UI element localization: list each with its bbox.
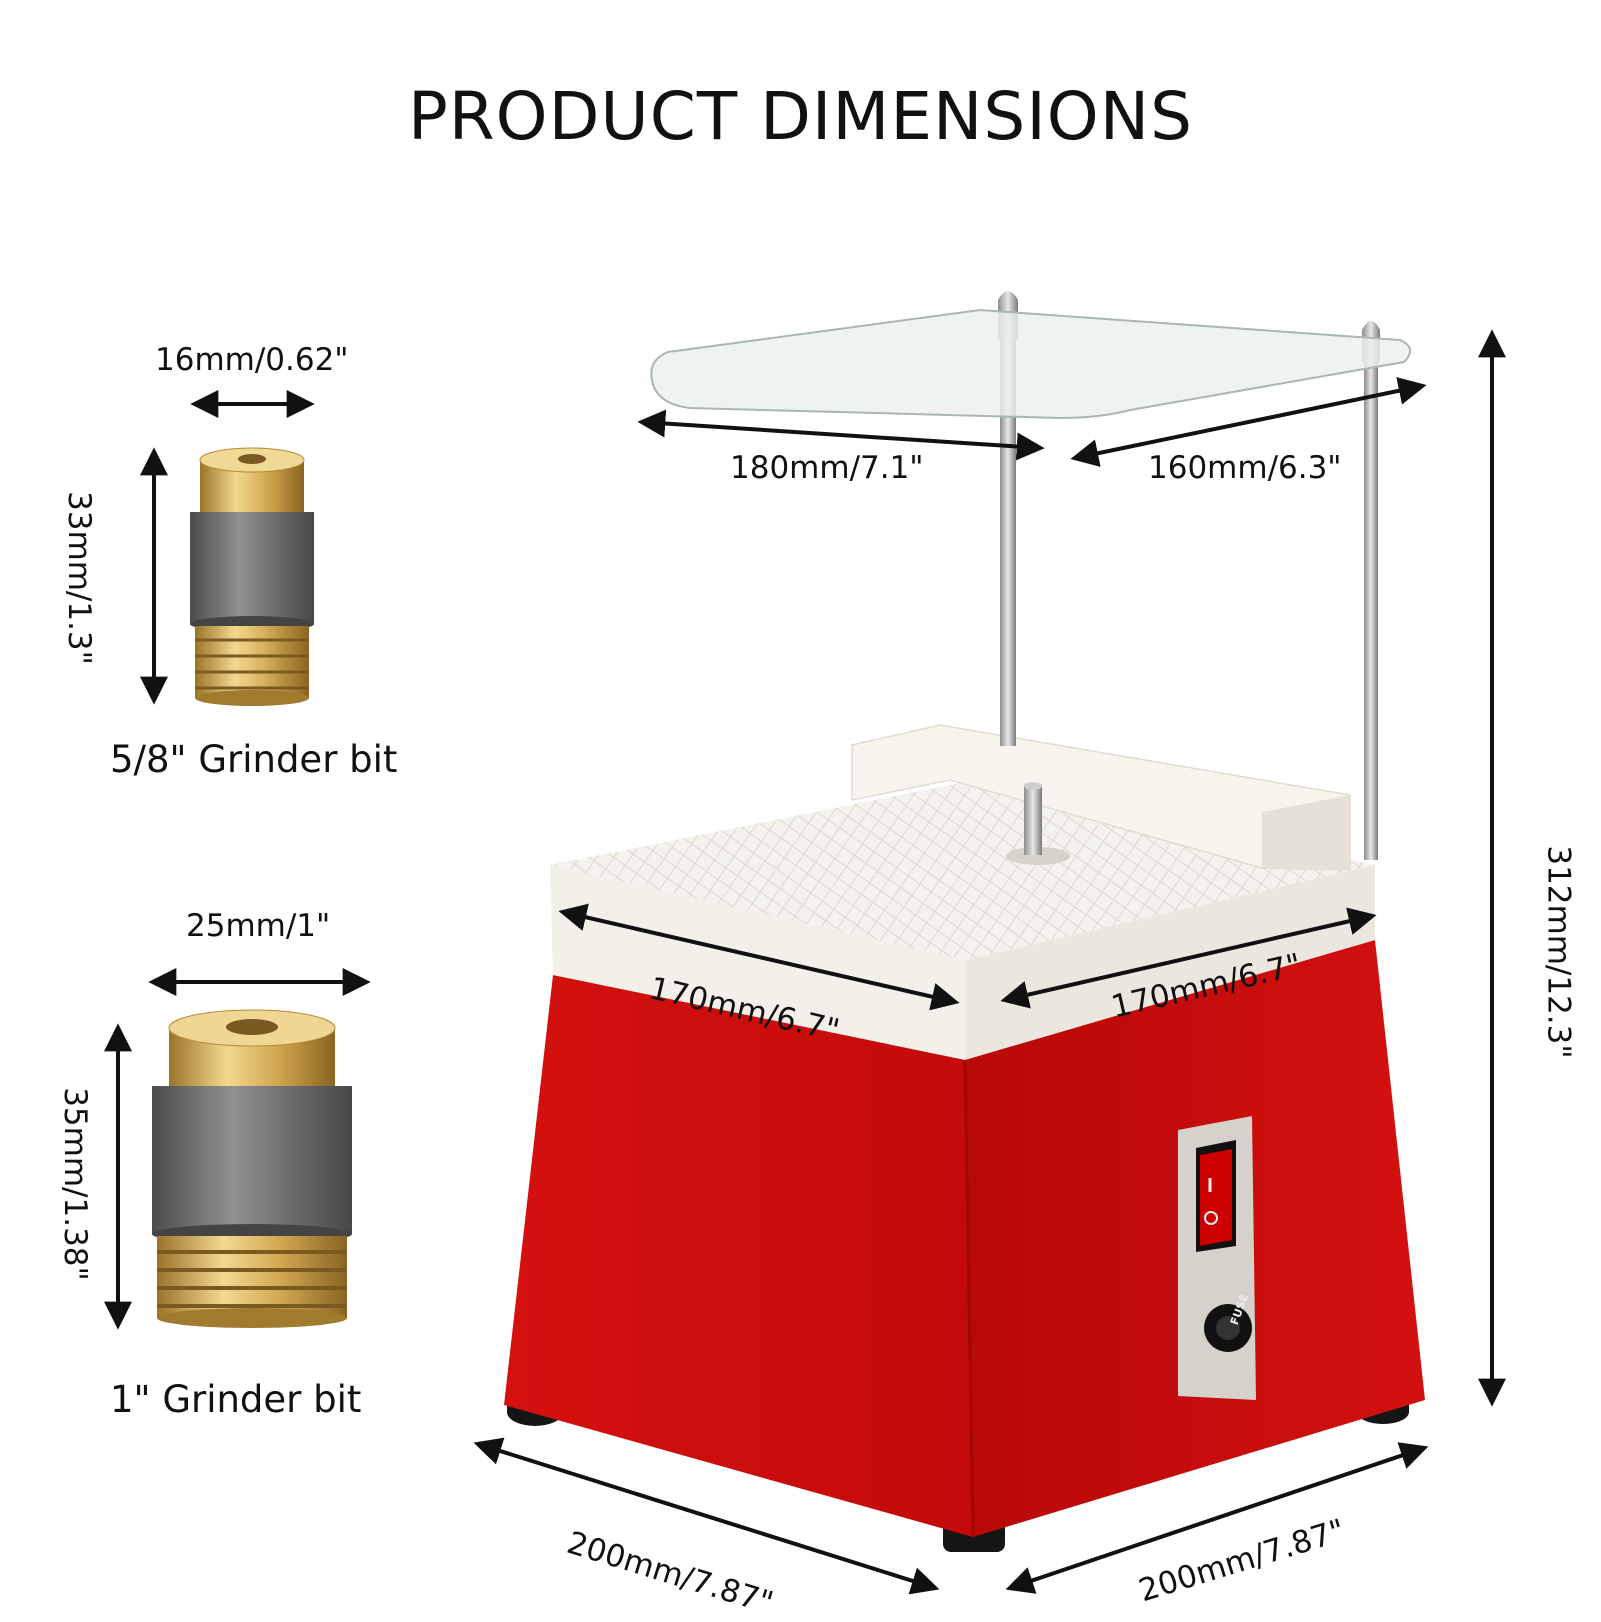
- bit-small-width-label: 16mm/0.62": [155, 342, 349, 378]
- shield-width-label: 180mm/7.1": [730, 450, 924, 486]
- bit-large-height-label: 35mm/1.38": [56, 1087, 93, 1281]
- machine-height-label: 312mm/12.3": [1540, 845, 1577, 1059]
- bit-large-caption: 1" Grinder bit: [110, 1378, 362, 1421]
- bit-small-height-label: 33mm/1.3": [60, 491, 97, 665]
- grinder-bit-small: [190, 447, 314, 706]
- page-title: PRODUCT DIMENSIONS: [408, 78, 1193, 155]
- dimension-arrows: [104, 329, 1506, 1595]
- grinder-machine: [504, 291, 1425, 1552]
- bit-small-caption: 5/8" Grinder bit: [110, 738, 398, 781]
- shield-depth-label: 160mm/6.3": [1148, 450, 1342, 486]
- bit-large-width-label: 25mm/1": [186, 908, 331, 944]
- grinder-bit-large: [152, 1009, 352, 1328]
